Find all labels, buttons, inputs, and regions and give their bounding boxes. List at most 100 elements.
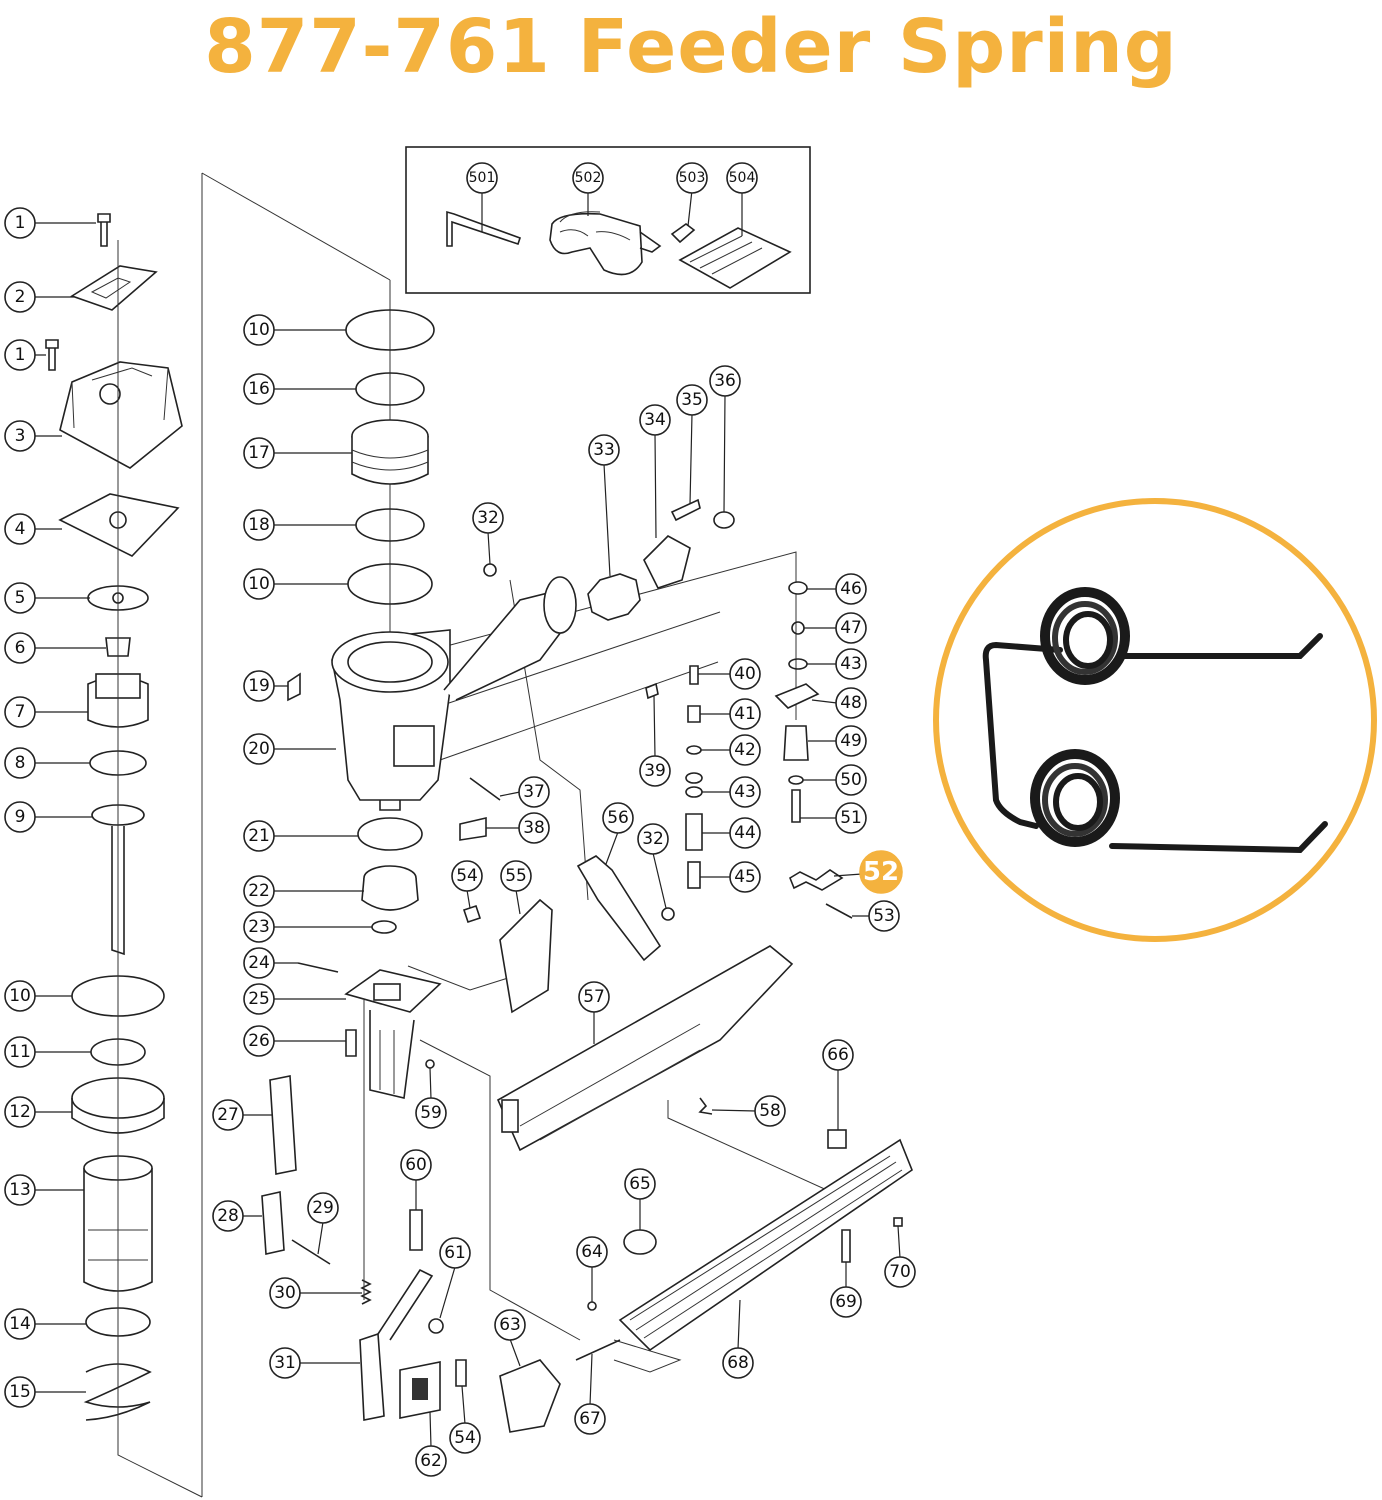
callout-42: 42 [729,734,761,766]
callout-43: 43 [835,648,867,680]
callout-label: 11 [9,1042,31,1062]
callout-38: 38 [518,812,550,844]
callout-31: 31 [269,1347,301,1379]
callout-504: 504 [726,162,758,194]
callout-label: 42 [734,740,756,760]
callout-label: 28 [217,1206,239,1226]
callout-1: 1 [4,339,36,371]
callout-64: 64 [576,1236,608,1268]
callout-label: 55 [505,866,527,886]
callout-label: 66 [827,1045,849,1065]
callout-32: 32 [472,502,504,534]
accessory-callouts: 501 502 503 504 [466,162,758,194]
callout-15: 15 [4,1376,36,1408]
callout-32: 32 [637,823,669,855]
callout-label: 70 [889,1262,911,1282]
callout-14: 14 [4,1308,36,1340]
callout-8: 8 [4,747,36,779]
callout-label: 40 [734,664,756,684]
center-body-parts [261,309,577,1421]
callout-54: 54 [451,860,483,892]
callout-2: 2 [4,281,36,313]
callout-label: 501 [469,170,496,186]
callout-label: 62 [420,1451,442,1471]
callout-label: 43 [840,654,862,674]
callout-label: 26 [248,1031,270,1051]
callout-55: 55 [500,860,532,892]
callout-49: 49 [835,725,867,757]
callout-22: 22 [243,875,275,907]
accessory-box [405,146,811,294]
callout-label: 69 [835,1292,857,1312]
callout-label: 9 [15,807,26,827]
callout-68: 68 [722,1347,754,1379]
callout-label: 3 [15,426,26,446]
callout-label: 20 [248,739,270,759]
callout-48: 48 [835,687,867,719]
callout-10: 10 [243,568,275,600]
callout-40: 40 [729,658,761,690]
callout-66: 66 [822,1039,854,1071]
callout-58: 58 [754,1095,786,1127]
callout-56: 56 [602,802,634,834]
callout-3: 3 [4,420,36,452]
callout-59: 59 [415,1097,447,1129]
page-title: 877-761 Feeder Spring [204,4,1178,90]
callout-label: 10 [248,320,270,340]
callout-10: 10 [4,980,36,1012]
callout-label: 39 [644,761,666,781]
callout-53: 53 [868,900,900,932]
callout-62: 62 [415,1445,447,1477]
callout-69: 69 [830,1286,862,1318]
callout-label: 14 [9,1314,31,1334]
torsion-spring-icon [982,587,1328,854]
callout-label: 17 [248,443,270,463]
callout-label: 45 [734,867,756,887]
callout-1: 1 [4,207,36,239]
callout-54: 54 [449,1422,481,1454]
callout-label: 502 [575,170,602,186]
callout-label: 32 [477,508,499,528]
callout-label: 51 [840,808,862,828]
callout-label: 31 [274,1353,296,1373]
callout-label: 67 [579,1409,601,1429]
callout-29: 29 [307,1192,339,1224]
callout-46: 46 [835,573,867,605]
callout-44: 44 [729,817,761,849]
callout-41: 41 [729,698,761,730]
callout-60: 60 [400,1149,432,1181]
callout-16: 16 [243,373,275,405]
callout-34: 34 [639,404,671,436]
callout-label: 35 [681,390,703,410]
inset-highlight-ring [933,498,1377,942]
callout-47: 47 [835,612,867,644]
callout-12: 12 [4,1096,36,1128]
callout-39: 39 [639,755,671,787]
callout-label: 8 [15,753,26,773]
callout-label: 30 [274,1283,296,1303]
callout-65: 65 [624,1168,656,1200]
callout-label: 5 [15,588,26,608]
callout-label: 18 [248,515,270,535]
callout-57: 57 [578,981,610,1013]
callout-label: 57 [583,987,605,1007]
callout-25: 25 [243,983,275,1015]
callout-30: 30 [269,1277,301,1309]
callout-label: 68 [727,1353,749,1373]
callout-label: 13 [9,1180,31,1200]
callout-28: 28 [212,1200,244,1232]
callout-67: 67 [574,1403,606,1435]
callout-label: 36 [714,371,736,391]
callout-4: 4 [4,513,36,545]
callout-label: 63 [499,1315,521,1335]
callout-label: 10 [248,574,270,594]
callout-10: 10 [243,314,275,346]
callout-label: 44 [734,823,756,843]
left-column-parts [45,213,183,1432]
callout-label: 25 [248,989,270,1009]
callout-70: 70 [884,1256,916,1288]
callout-label: 46 [840,579,862,599]
feeder-spring-inset [933,498,1377,942]
hex-key-icon [446,210,522,247]
